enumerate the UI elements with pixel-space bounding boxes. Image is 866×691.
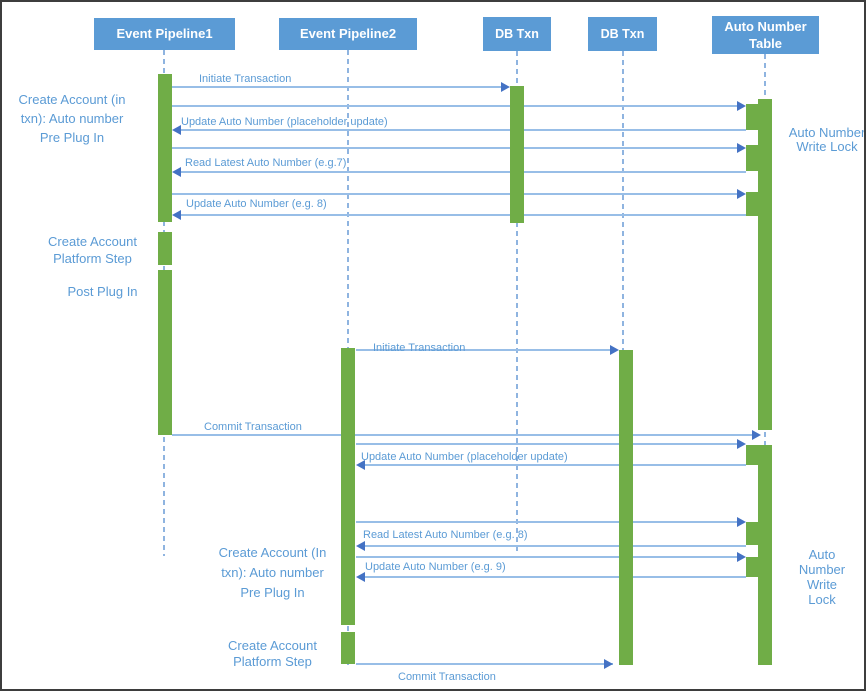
activation-event-pipeline1-platform-step: [158, 232, 172, 265]
arrowhead-commit-2-icon: [604, 659, 613, 669]
activation-db-txn-1: [510, 86, 524, 223]
annotation-platform-step-2: Create Account Platform Step: [228, 638, 317, 669]
message-line-commit-transaction-2: [356, 663, 613, 665]
message-label-update-9: Update Auto Number (e.g. 9): [365, 561, 506, 573]
message-label-update-8: Update Auto Number (e.g. 8): [186, 198, 327, 210]
arrowhead-update-placeholder-return-2-icon: [356, 460, 365, 470]
message-line-update-request-1: [172, 193, 740, 195]
arrowhead-update-request-1-icon: [737, 189, 746, 199]
message-line-lock-request-2: [356, 443, 740, 445]
arrowhead-read-return-1-icon: [172, 167, 181, 177]
activation-event-pipeline1-pre-plugin: [158, 74, 172, 222]
annotation-write-lock-1: Auto Number Write Lock: [788, 125, 866, 154]
write-lock-bar-2: [746, 145, 759, 171]
arrowhead-initiate-1-icon: [501, 82, 510, 92]
actor-header-db-txn-2: DB Txn: [588, 17, 657, 51]
annotation-pre-plugin-1: Create Account (in txn): Auto number Pre…: [18, 92, 126, 145]
message-line-update-return-1: [178, 214, 746, 216]
arrowhead-lock-request-1-icon: [737, 101, 746, 111]
lifeline-db-txn-1: [516, 51, 518, 555]
actor-header-event-pipeline1: Event Pipeline1: [94, 18, 235, 50]
actor-header-event-pipeline2: Event Pipeline2: [279, 18, 417, 50]
message-label-initiate-1: Initiate Transaction: [199, 73, 292, 85]
activation-db-txn-2: [619, 350, 633, 665]
message-label-read-latest-1: Read Latest Auto Number (e.g.7): [185, 157, 347, 169]
activation-auto-number-table-txn1: [758, 99, 772, 430]
arrowhead-update-return-1-icon: [172, 210, 181, 220]
message-line-initiate-transaction-2: [356, 349, 613, 351]
activation-event-pipeline1-post-plugin: [158, 270, 172, 435]
message-line-initiate-transaction-1: [172, 86, 504, 88]
activation-event-pipeline2-platform-step: [341, 632, 355, 664]
arrowhead-update-placeholder-return-1-icon: [172, 125, 181, 135]
arrowhead-read-request-1-icon: [737, 143, 746, 153]
message-label-initiate-2: Initiate Transaction: [373, 342, 466, 354]
annotation-platform-step-1: Create Account Platform Step: [48, 234, 137, 266]
arrowhead-read-return-2-icon: [356, 541, 365, 551]
actor-header-auto-number-table: Auto Number Table: [712, 16, 819, 54]
message-label-update-placeholder-2: Update Auto Number (placeholder update): [361, 451, 568, 463]
actor-header-db-txn-1: DB Txn: [483, 17, 551, 51]
write-lock-bar-1: [746, 104, 759, 130]
arrowhead-commit-1-icon: [752, 430, 761, 440]
message-label-commit-1: Commit Transaction: [204, 421, 302, 433]
write-lock-bar-4: [746, 445, 759, 465]
message-label-commit-2: Commit Transaction: [398, 671, 496, 683]
write-lock-bar-3: [746, 192, 759, 216]
arrowhead-lock-request-2-icon: [737, 439, 746, 449]
message-label-update-placeholder-1: Update Auto Number (placeholder update): [181, 116, 388, 128]
activation-auto-number-table-txn2: [758, 445, 772, 665]
message-line-lock-request-1: [172, 105, 740, 107]
message-label-read-latest-2: Read Latest Auto Number (e.g. 8): [363, 529, 528, 541]
arrowhead-update-return-2-icon: [356, 572, 365, 582]
activation-event-pipeline2-main: [341, 348, 355, 625]
annotation-pre-plugin-2: Create Account (In txn): Auto number Pre…: [218, 545, 327, 600]
write-lock-bar-5: [746, 522, 759, 545]
message-line-update-placeholder-return-2: [362, 464, 746, 466]
arrowhead-update-request-2-icon: [737, 552, 746, 562]
message-line-read-return-2: [362, 545, 746, 547]
message-line-commit-transaction-1: [172, 434, 759, 436]
message-line-update-return-2: [362, 576, 746, 578]
message-line-read-request-1: [172, 147, 740, 149]
write-lock-bar-6: [746, 557, 759, 577]
message-line-update-placeholder-return-1: [178, 129, 746, 131]
message-line-read-request-2: [356, 521, 740, 523]
annotation-post-plugin: Post Plug In: [67, 284, 138, 299]
message-line-update-request-2: [356, 556, 740, 558]
arrowhead-read-request-2-icon: [737, 517, 746, 527]
arrowhead-initiate-2-icon: [610, 345, 619, 355]
message-line-read-return-1: [178, 171, 746, 173]
annotation-write-lock-2: Auto Number Write Lock: [798, 547, 846, 607]
